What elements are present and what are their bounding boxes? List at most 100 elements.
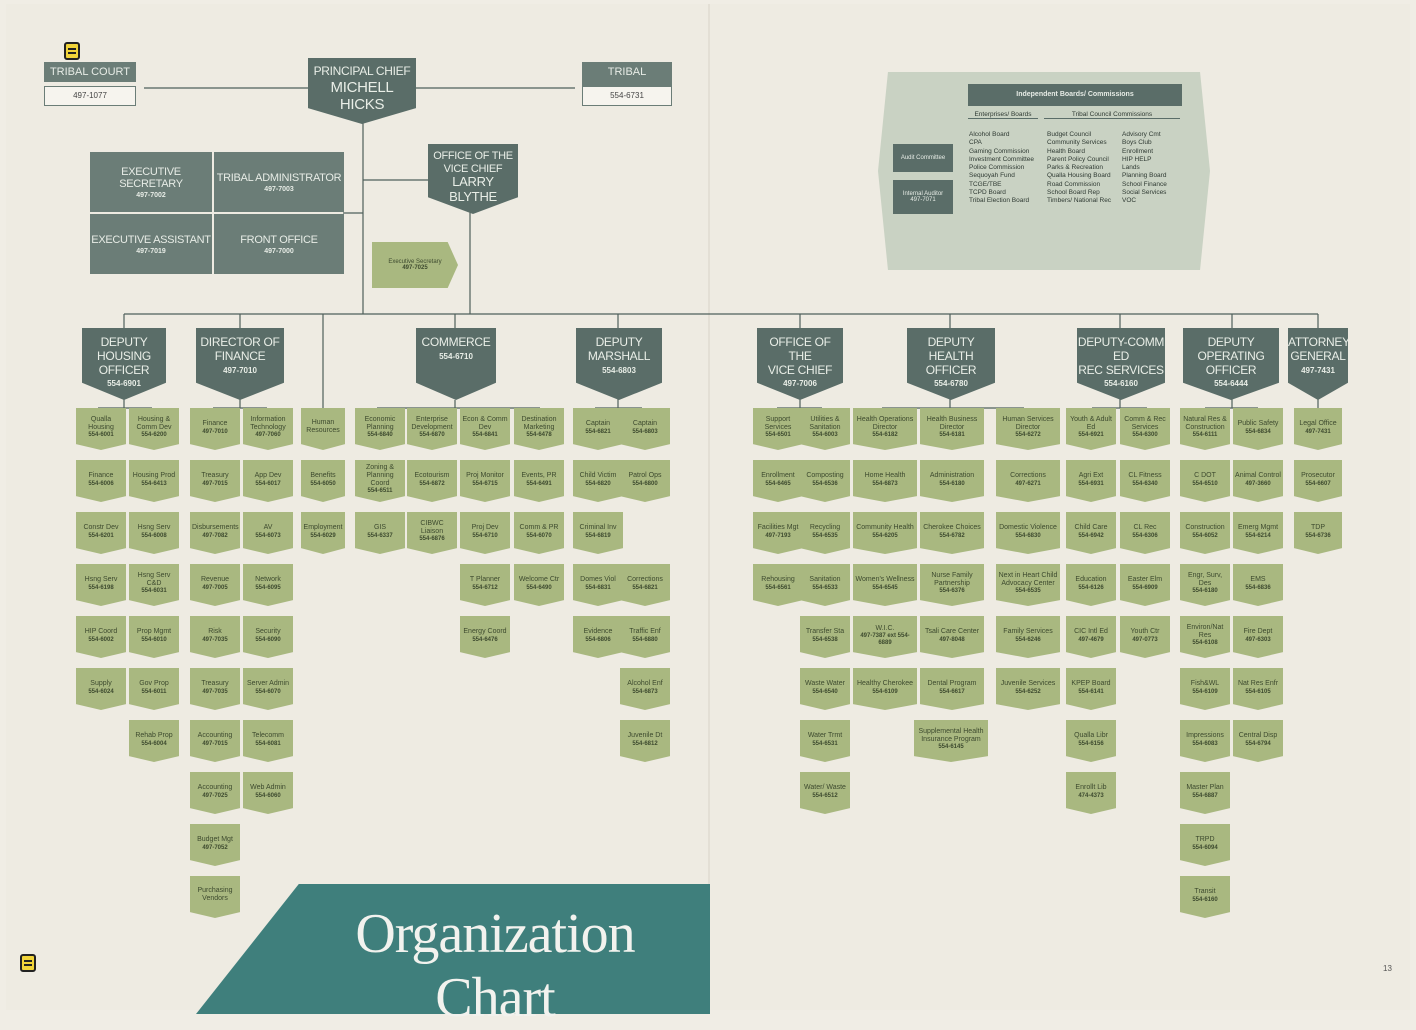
department-title: DEPUTY HOUSING [97, 335, 151, 363]
tribal-administrator-phone: 497-7003 [264, 185, 294, 193]
unit-phone: 554-6011 [141, 688, 167, 695]
unit-label: Nat Res Enfr [1237, 679, 1279, 687]
unit-label: Traffic Enf [629, 627, 661, 635]
unit-label: Telecomm [252, 731, 284, 739]
unit-phone: 554-6831 [585, 584, 611, 591]
unit-label: Gov Prop [139, 679, 169, 687]
unit-label: Utilities & Sanitation [809, 416, 841, 431]
unit-label: Waste Water [805, 679, 845, 687]
vice-chief-secretary-label: Executive Secretary [388, 259, 442, 265]
department-title: DIRECTOR OF [200, 335, 280, 349]
unit-label: Rehab Prop [135, 731, 173, 739]
unit-phone: 554-6533 [812, 584, 838, 591]
unit-phone: 554-6942 [1078, 532, 1104, 539]
executive-secretary-phone: 497-7002 [136, 191, 166, 199]
unit-phone: 554-6300 [1132, 432, 1158, 439]
unit-label: Security [255, 627, 281, 635]
internal-auditor-label: Internal Auditor [902, 191, 944, 197]
comment-note-icon[interactable] [64, 42, 80, 60]
unit-phone: 554-6182 [872, 432, 898, 439]
commission-item: Timbers/ National Rec [1047, 197, 1112, 205]
commissions-col2-header: Tribal Council Commissions [1044, 111, 1180, 119]
unit-label: Hsng Serv [137, 523, 171, 531]
unit-label: Family Services [1003, 627, 1053, 635]
unit-label: Corrections [1010, 471, 1046, 479]
commission-item: Tribal Election Board [969, 197, 1030, 205]
unit-label: Supplemental Health Insurance Program [918, 728, 984, 743]
tribal-council-phone: 554-6731 [582, 86, 672, 106]
unit-phone: 554-6531 [812, 740, 838, 747]
unit-label: Housing & Comm Dev [136, 416, 172, 431]
front-office-box: FRONT OFFICE 497-7000 [214, 214, 344, 274]
comment-note-icon-bottom[interactable] [20, 954, 36, 972]
unit-phone: 554-6126 [1078, 584, 1104, 591]
commission-item: Social Services [1122, 189, 1167, 197]
unit-phone: 554-6002 [88, 636, 114, 643]
unit-phone: 474-4373 [1078, 792, 1104, 799]
commission-item: Parks & Recreation [1047, 164, 1103, 172]
unit-label: Corrections [627, 575, 663, 583]
unit-phone: 497-8048 [939, 636, 965, 643]
unit-label: EMS [1250, 575, 1266, 583]
department-phone: 554-6803 [602, 365, 636, 375]
unit-label: Youth Ctr [1130, 627, 1160, 635]
unit-label: Economic Planning [364, 416, 396, 431]
department-title: OFFICER [98, 362, 150, 377]
unit-label: Prosecutor [1301, 471, 1335, 479]
unit-phone: 554-6160 [1192, 896, 1218, 903]
unit-phone: 554-6050 [310, 480, 336, 487]
unit-phone: 554-6710 [472, 532, 498, 539]
front-office-label: FRONT OFFICE [240, 233, 318, 246]
unit-label: Home Health [864, 471, 906, 479]
unit-phone: 497-0773 [1132, 636, 1158, 643]
unit-phone: 497-7035 [202, 688, 228, 695]
unit-label: Community Health [856, 523, 914, 531]
unit-label: Hsng Serv C&D [137, 572, 171, 587]
front-office-phone: 497-7000 [264, 247, 294, 255]
unit-label: Supply [90, 679, 112, 687]
unit-phone: 554-6540 [812, 688, 838, 695]
unit-phone: 554-6052 [1192, 532, 1218, 539]
commission-item: HIP HELP [1122, 155, 1152, 163]
unit-phone: 554-6003 [812, 432, 838, 439]
unit-phone: 554-6880 [632, 636, 658, 643]
unit-label: Comm & PR [519, 523, 559, 531]
unit-phone: 554-6340 [1132, 480, 1158, 487]
unit-label: CIC Intl Ed [1074, 627, 1108, 635]
unit-label: Zoning & Planning Coord [365, 464, 395, 487]
unit-phone: 554-6607 [1305, 480, 1331, 487]
executive-secretary-box: EXECUTIVE SECRETARY 497-7002 [90, 152, 212, 212]
